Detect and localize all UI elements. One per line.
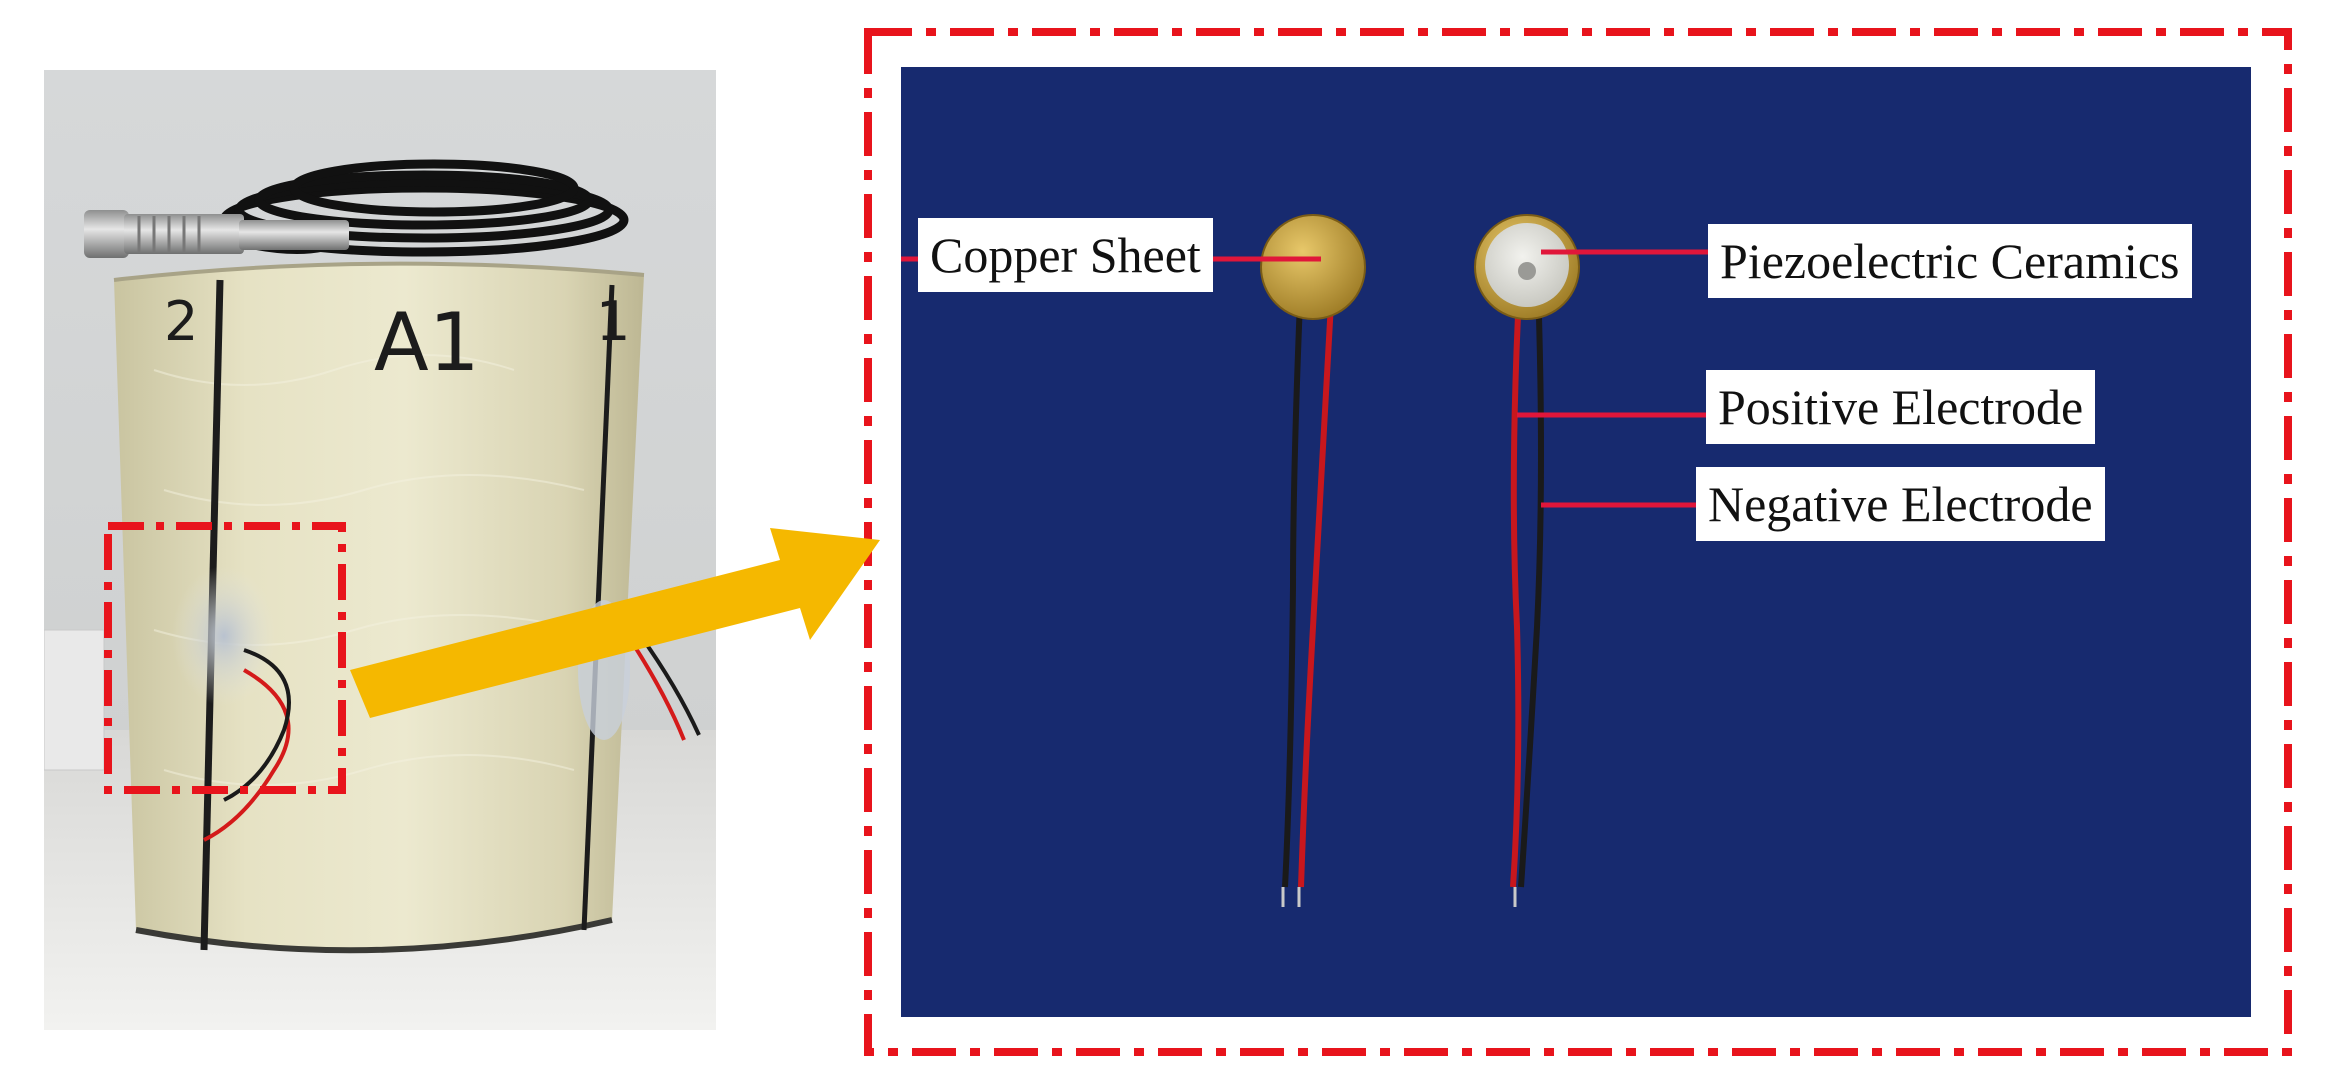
- tube-photo-drawing: 2 A1 1: [44, 70, 716, 1030]
- sensor-closeup-drawing: [901, 214, 1709, 907]
- label-positive-electrode: Positive Electrode: [1706, 370, 2096, 444]
- tube-mark-2: 2: [164, 290, 198, 353]
- copper-sheet-sensor: [1260, 214, 1366, 907]
- sensor-highlight-box: [104, 522, 346, 794]
- label-piezoelectric-ceramics: Piezoelectric Ceramics: [1708, 224, 2192, 298]
- sensor-wire-red: [203, 668, 291, 842]
- sensor-closeup-panel: [901, 67, 2251, 1017]
- blurred-sensor: [172, 566, 276, 706]
- sensor-wire-black: [223, 648, 291, 802]
- wall-tiles: [44, 629, 105, 771]
- label-copper-sheet: Copper Sheet: [918, 218, 1213, 292]
- tube-photo: 2 A1 1: [44, 70, 716, 1030]
- tube-mark-1: 1: [596, 290, 630, 353]
- piezo-ceramic-sensor: [1474, 214, 1580, 907]
- bnc-connector: [84, 210, 349, 258]
- zoom-arrow-shape: [350, 528, 880, 718]
- tube-mark-a1: A1: [374, 296, 480, 389]
- tube-body: [114, 263, 644, 951]
- label-negative-electrode: Negative Electrode: [1696, 467, 2105, 541]
- tube-top-rim: [113, 261, 645, 282]
- zoom-arrow: [340, 470, 900, 718]
